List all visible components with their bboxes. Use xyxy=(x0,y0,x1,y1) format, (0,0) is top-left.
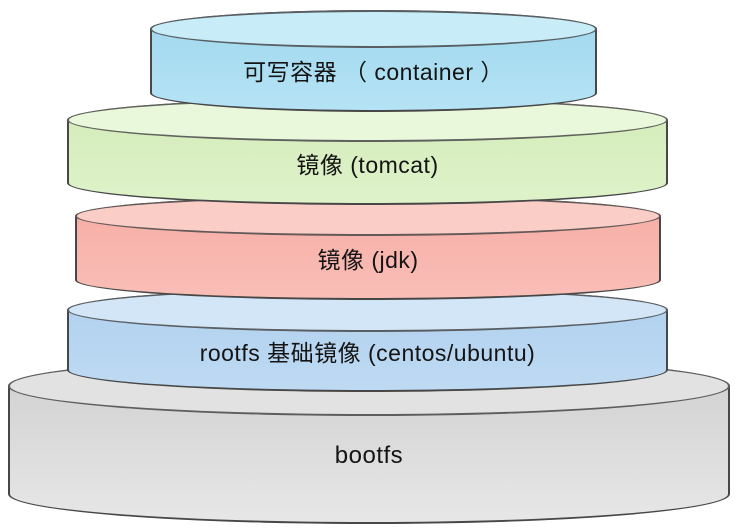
layer-jdk-label: 镜像 (jdk) xyxy=(317,247,419,273)
layer-rootfs-label: rootfs 基础镜像 (centos/ubuntu) xyxy=(199,340,536,366)
container-top-ellipse xyxy=(150,10,597,48)
layer-tomcat-label: 镜像 (tomcat) xyxy=(296,151,439,178)
layer-container-label: 可写容器 （ container ） xyxy=(243,59,504,85)
layer-bootfs-label: bootfs xyxy=(334,442,404,469)
layer-jdk-cylinder: 镜像 (jdk) xyxy=(75,196,661,300)
layer-tomcat-cylinder: 镜像 (tomcat) xyxy=(67,98,668,205)
layer-rootfs-cylinder: rootfs 基础镜像 (centos/ubuntu) xyxy=(67,288,668,392)
layer-container-cylinder: 可写容器 （ container ） xyxy=(150,10,597,112)
